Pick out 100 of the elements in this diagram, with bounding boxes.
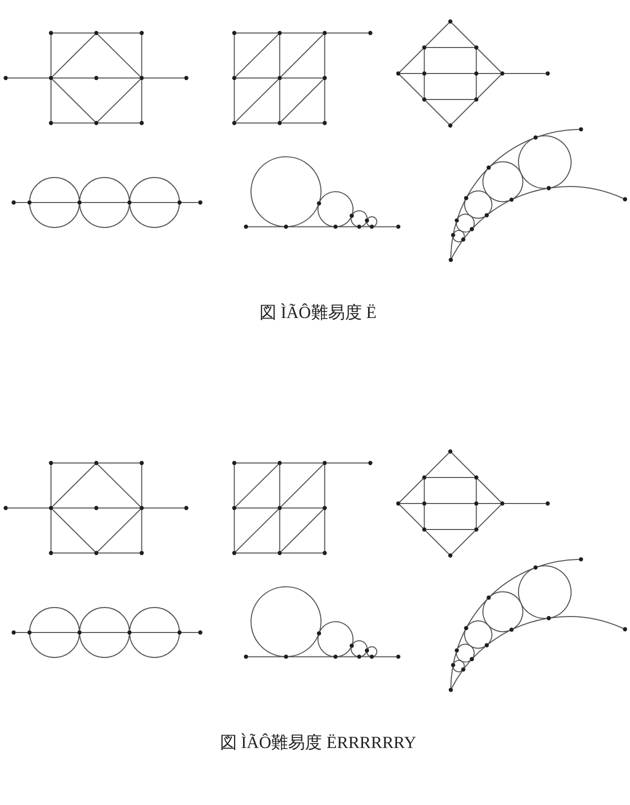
vertex-dot: [370, 654, 374, 659]
line-edge: [279, 80, 280, 122]
vertex-dot: [448, 258, 453, 262]
vertex-dot: [448, 553, 452, 558]
arc-edge: [29, 204, 80, 228]
arc-edge: [453, 222, 457, 234]
line-edge: [52, 508, 96, 552]
arc-edge: [453, 652, 457, 664]
line-edge: [425, 22, 450, 47]
vertex-dot: [94, 506, 98, 510]
line-edge: [52, 34, 96, 78]
vertex-dot: [474, 97, 478, 102]
vertex-dot: [127, 200, 132, 205]
vertex-dot: [94, 120, 98, 126]
line-edge: [31, 632, 78, 633]
vertex-dot: [48, 76, 54, 80]
arc-edge: [79, 607, 130, 631]
line-edge: [97, 34, 141, 78]
vertex-dot: [316, 631, 322, 636]
vertex-dot: [4, 76, 8, 80]
vertex-dot: [333, 654, 338, 659]
vertex-dot: [484, 213, 489, 218]
line-edge: [280, 464, 324, 508]
arc-edge: [318, 204, 334, 228]
arc-edge: [319, 621, 354, 644]
vertex-dot: [422, 501, 426, 506]
vertex-dot: [244, 654, 248, 659]
vertex-dot: [454, 648, 459, 653]
vertex-dot: [422, 475, 426, 480]
vertex-dot: [486, 596, 491, 600]
line-edge: [141, 34, 142, 76]
line-edge: [426, 47, 475, 48]
vertex-dot: [396, 501, 400, 506]
figure-caption: 図 ÌÃÔ難易度 ËRRRRRRY: [220, 733, 416, 754]
line-edge: [399, 478, 424, 503]
vertex-dot: [448, 123, 452, 128]
arc-edge: [537, 565, 572, 618]
arc-edge: [29, 607, 80, 631]
arc-edge: [537, 128, 580, 138]
arc-edge: [360, 222, 367, 227]
arc-edge: [453, 660, 465, 668]
vertex-dot: [396, 654, 400, 659]
line-edge: [15, 202, 28, 203]
vertex-dot: [177, 200, 182, 205]
arc-edge: [450, 236, 454, 258]
vertex-dot: [474, 71, 478, 76]
vertex-dot: [622, 197, 628, 202]
vertex-dot: [232, 30, 236, 36]
vertex-dot: [546, 616, 551, 620]
line-edge: [326, 32, 369, 34]
vertex-dot: [509, 198, 514, 202]
arc-edge: [250, 156, 322, 228]
line-edge: [279, 34, 280, 76]
arc-edge: [453, 230, 465, 238]
line-edge: [234, 34, 235, 76]
vertex-dot: [184, 506, 188, 510]
arc-edge: [518, 568, 548, 619]
arc-edge: [129, 177, 180, 201]
line-edge: [234, 464, 235, 506]
arc-edge: [366, 652, 370, 657]
vertex-dot: [500, 501, 504, 506]
vertex-dot: [474, 501, 478, 506]
arc-edge: [472, 216, 486, 228]
line-edge: [424, 479, 425, 502]
arc-edge: [350, 217, 358, 227]
vertex-dot: [12, 630, 16, 635]
vertex-dot: [27, 630, 32, 635]
vertex-dot: [322, 30, 327, 36]
vertex-dot: [622, 627, 628, 632]
vertex-dot: [546, 186, 551, 190]
vertex-dot: [140, 120, 144, 126]
line-edge: [504, 503, 546, 504]
line-edge: [476, 479, 477, 502]
line-edge: [324, 464, 326, 506]
line-edge: [52, 122, 95, 124]
arc-edge: [79, 634, 130, 658]
line-edge: [324, 80, 326, 122]
vertex-dot: [232, 506, 236, 510]
arc-edge: [250, 586, 322, 658]
line-edge: [279, 510, 280, 552]
vertex-dot: [278, 460, 282, 466]
arc-edge: [367, 646, 378, 657]
line-edge: [97, 78, 141, 122]
vertex-dot: [198, 630, 202, 635]
vertex-dot: [350, 214, 354, 218]
vertex-dot: [48, 460, 54, 466]
vertex-dot: [322, 460, 327, 466]
vertex-dot: [578, 127, 584, 132]
vertex-dot: [140, 550, 144, 556]
arc-edge: [452, 236, 462, 242]
arc-edge: [360, 652, 367, 657]
vertex-dot: [464, 626, 468, 630]
line-edge: [97, 464, 141, 508]
line-edge: [98, 462, 140, 464]
arc-edge: [518, 138, 548, 189]
vertex-dot: [333, 224, 338, 229]
arc-edge: [464, 660, 471, 668]
line-edge: [477, 504, 502, 529]
arc-edge: [352, 640, 368, 649]
arc-edge: [366, 222, 370, 227]
